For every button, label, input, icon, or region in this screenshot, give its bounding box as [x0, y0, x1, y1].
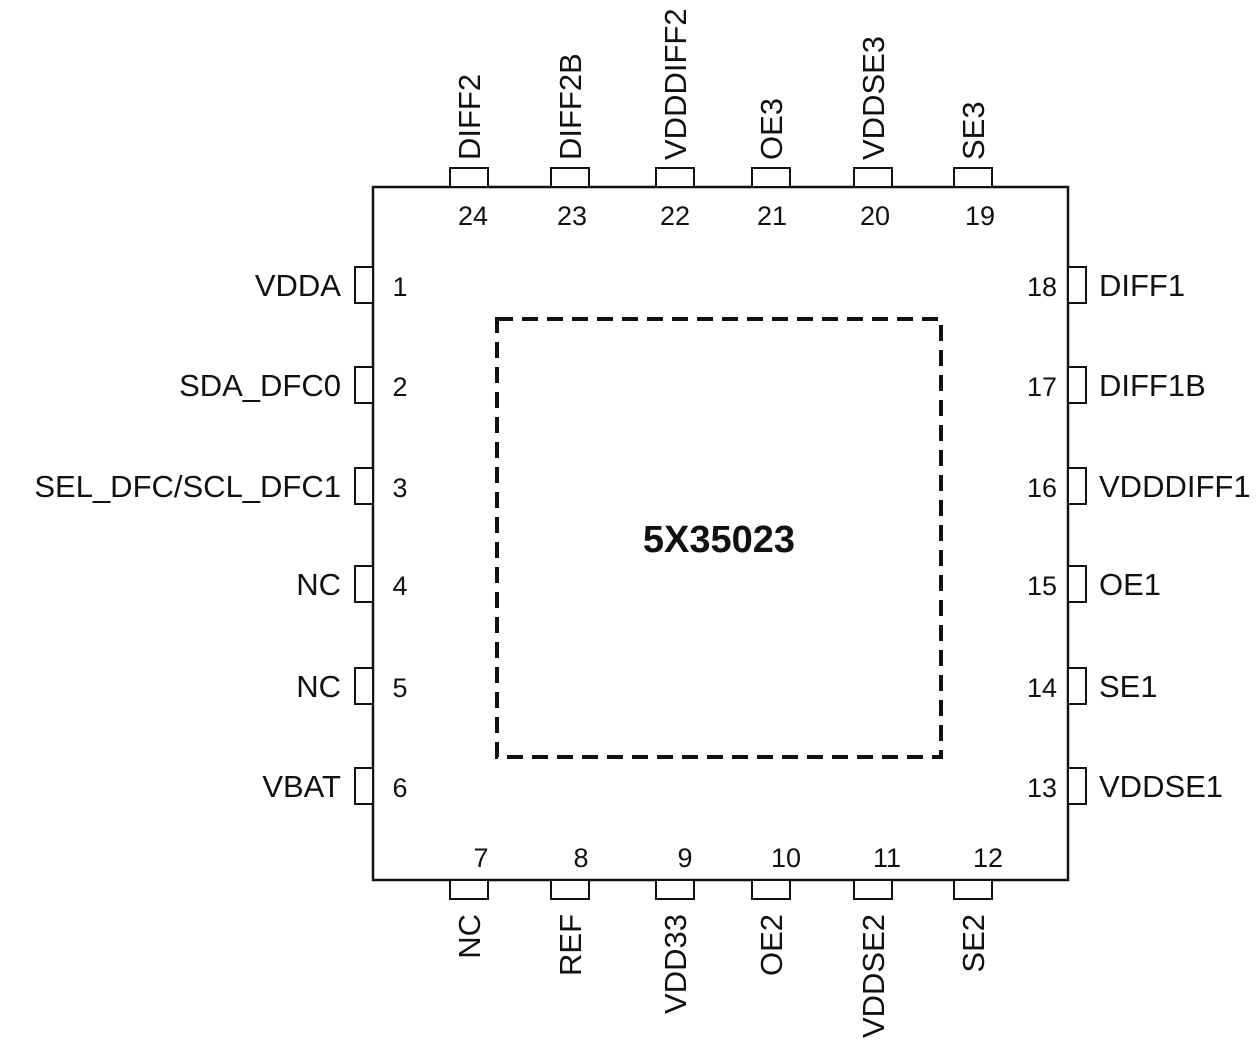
pin-8-name: REF	[553, 914, 588, 976]
pin-15-number: 15	[1027, 571, 1057, 601]
pin-19-number: 19	[965, 201, 995, 231]
pin-11-name: VDDSE2	[856, 914, 891, 1038]
pin-9-name: VDD33	[658, 914, 693, 1014]
pin-17-number: 17	[1027, 372, 1057, 402]
pin-7-pad	[449, 879, 489, 900]
pin-12-name: SE2	[956, 914, 991, 973]
pin-22-name: VDDDIFF2	[658, 8, 693, 160]
pin-8-number: 8	[573, 843, 588, 873]
pin-14-number: 14	[1027, 673, 1057, 703]
pin-7-number: 7	[473, 843, 488, 873]
pin-3-pad	[354, 467, 374, 505]
pin-9-number: 9	[677, 843, 692, 873]
pin-11-pad	[853, 879, 893, 900]
pin-5-name: NC	[296, 669, 341, 704]
pin-15-name: OE1	[1099, 567, 1161, 602]
pin-24-pad	[449, 167, 489, 188]
pin-19-name: SE3	[956, 101, 991, 160]
pin-20-number: 20	[860, 201, 890, 231]
pin-23-number: 23	[557, 201, 587, 231]
chip-part-number: 5X35023	[643, 519, 795, 561]
pin-13-name: VDDSE1	[1099, 769, 1223, 804]
pin-8-pad	[550, 879, 590, 900]
pin-6-number: 6	[392, 773, 407, 803]
pin-17-name: DIFF1B	[1099, 368, 1206, 403]
pin-3-number: 3	[392, 473, 407, 503]
pin-22-pad	[655, 167, 695, 188]
pin-10-pad	[751, 879, 791, 900]
package-body	[371, 185, 1070, 882]
pin-2-name: SDA_DFC0	[179, 368, 341, 403]
pin-1-number: 1	[392, 272, 407, 302]
pin-9-pad	[655, 879, 695, 900]
pin-12-pad	[953, 879, 993, 900]
pin-6-name: VBAT	[262, 769, 341, 804]
pin-24-number: 24	[458, 201, 488, 231]
pin-23-pad	[550, 167, 590, 188]
pin-4-name: NC	[296, 567, 341, 602]
pin-15-pad	[1067, 565, 1087, 603]
pin-16-pad	[1067, 467, 1087, 505]
pin-22-number: 22	[660, 201, 690, 231]
pin-10-name: OE2	[754, 914, 789, 976]
pin-14-pad	[1067, 667, 1087, 705]
pin-1-name: VDDA	[255, 268, 341, 303]
pin-18-pad	[1067, 266, 1087, 304]
pin-23-name: DIFF2B	[553, 53, 588, 160]
pin-5-pad	[354, 667, 374, 705]
pin-21-name: OE3	[754, 98, 789, 160]
pin-18-number: 18	[1027, 272, 1057, 302]
pin-21-number: 21	[757, 201, 787, 231]
pin-4-number: 4	[392, 571, 407, 601]
pin-14-name: SE1	[1099, 669, 1158, 704]
pin-3-name: SEL_DFC/SCL_DFC1	[34, 469, 341, 504]
pin-7-name: NC	[452, 914, 487, 959]
pin-20-pad	[853, 167, 893, 188]
pin-12-number: 12	[973, 843, 1003, 873]
pin-2-number: 2	[392, 372, 407, 402]
pin-13-pad	[1067, 767, 1087, 805]
pin-19-pad	[953, 167, 993, 188]
pin-21-pad	[751, 167, 791, 188]
pin-17-pad	[1067, 366, 1087, 404]
pin-10-number: 10	[771, 843, 801, 873]
pin-20-name: VDDSE3	[856, 36, 891, 160]
pin-24-name: DIFF2	[452, 74, 487, 160]
pin-13-number: 13	[1027, 773, 1057, 803]
pin-4-pad	[354, 565, 374, 603]
pin-1-pad	[354, 266, 374, 304]
pin-16-name: VDDDIFF1	[1099, 469, 1251, 504]
pin-2-pad	[354, 366, 374, 404]
pin-16-number: 16	[1027, 473, 1057, 503]
pin-11-number: 11	[873, 843, 901, 873]
pin-5-number: 5	[392, 673, 407, 703]
pin-6-pad	[354, 767, 374, 805]
pin-18-name: DIFF1	[1099, 268, 1185, 303]
exposed-pad	[495, 317, 943, 759]
